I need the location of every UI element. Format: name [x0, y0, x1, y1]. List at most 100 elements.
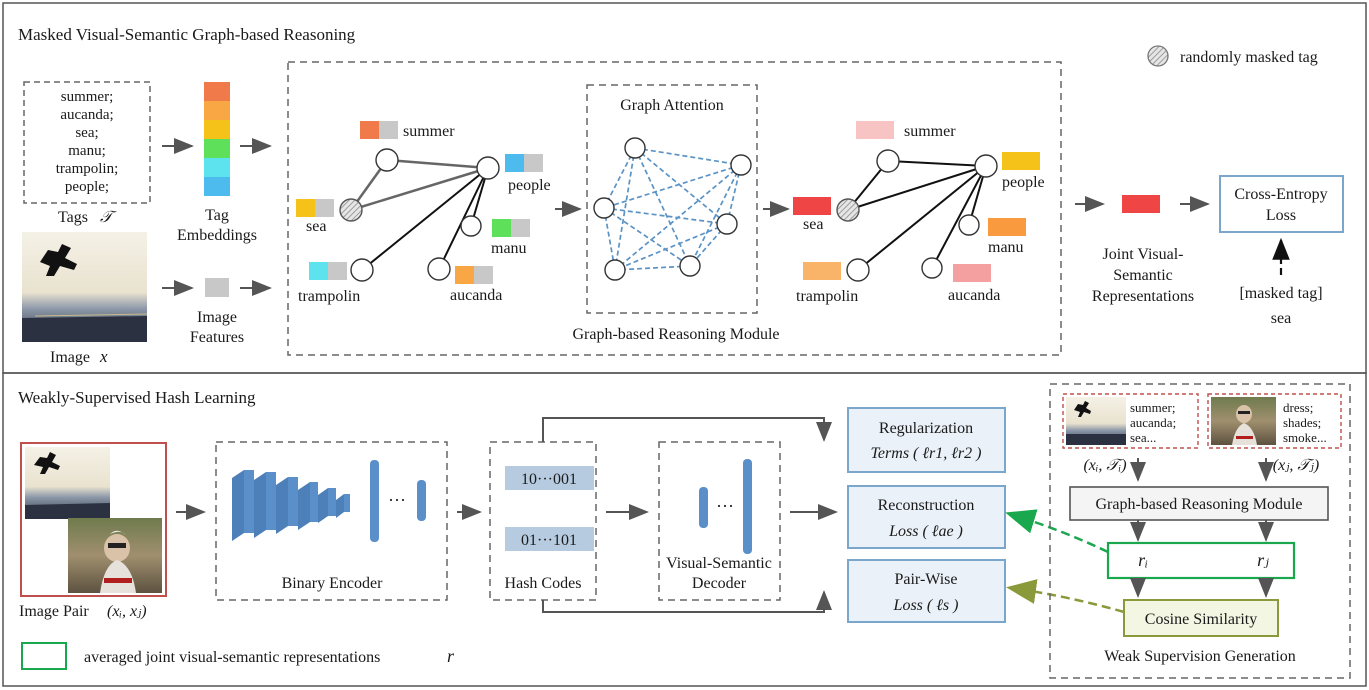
- tag-emb-caption: Tag: [205, 207, 229, 224]
- cosine-similarity-label: Cosine Similarity: [1145, 611, 1257, 628]
- sample-i-tag: sea...: [1130, 430, 1156, 445]
- binary-encoder-label: Binary Encoder: [282, 575, 384, 592]
- joint-caption: Representations: [1092, 288, 1194, 305]
- image-feat-caption: Features: [190, 329, 244, 346]
- node-label-manu: manu: [491, 240, 527, 257]
- node-label-trampolin: trampolin: [298, 288, 360, 305]
- sample-j-image: [1211, 397, 1276, 445]
- decoder-box: [658, 441, 781, 601]
- cosine-similarity-box: [1123, 599, 1279, 637]
- cross-entropy-loss-box: [1219, 175, 1344, 233]
- sample-j-pair: (xⱼ, 𝒯ⱼ): [1273, 457, 1319, 474]
- bottom-section-title: Weakly-Supervised Hash Learning: [18, 388, 256, 407]
- sample-i-tag: summer;: [1130, 400, 1176, 415]
- joint-caption: Joint Visual-: [1103, 246, 1184, 263]
- graph-attention-label: Graph Attention: [620, 97, 724, 114]
- cnn-layers-icon: [232, 460, 426, 542]
- node-label-sea: sea: [306, 218, 326, 235]
- sample-j-tag: smoke...: [1283, 430, 1327, 445]
- masked-tag-label: [masked tag]: [1239, 285, 1322, 302]
- hash-code-1: [505, 466, 594, 490]
- tags-caption: Tags: [58, 209, 88, 226]
- tag-line: trampolin;: [56, 161, 119, 177]
- pairwise-supervision-arrow: [1006, 579, 1125, 614]
- binary-encoder-box: [215, 441, 448, 601]
- graph-attention-box: [586, 84, 758, 314]
- sample-j-tag: dress;: [1283, 400, 1313, 415]
- tag-line: manu;: [68, 143, 106, 159]
- joint-representation-chip: [1122, 195, 1160, 213]
- image-caption: Image: [50, 349, 90, 366]
- node-label-aucanda: aucanda: [948, 287, 1000, 304]
- tags-box: [23, 81, 151, 204]
- ce-loss-label: Cross-Entropy: [1234, 186, 1327, 203]
- regularization-terms: Terms ( ℓr1, ℓr2 ): [871, 445, 982, 462]
- decoder-label: Visual-Semantic: [666, 555, 772, 572]
- ws-graph-module-box: [1069, 486, 1329, 521]
- graph-module-caption: Graph-based Reasoning Module: [572, 326, 779, 343]
- green-legend-symbol: r: [447, 646, 455, 666]
- hash-code-1-text: 10···001: [521, 471, 577, 488]
- sample-j-frame: [1207, 393, 1342, 449]
- ws-graph-module-label: Graph-based Reasoning Module: [1095, 496, 1302, 513]
- image-feature-block: [205, 278, 229, 297]
- image-pair-symbol: (xᵢ, xⱼ): [107, 603, 147, 620]
- tags-symbol: 𝒯: [100, 209, 117, 226]
- green-legend-label: averaged joint visual-semantic represent…: [84, 649, 380, 666]
- hash-code-2-text: 01···101: [521, 532, 577, 549]
- reconstruction-label: Reconstruction: [878, 497, 975, 514]
- output-graph: [836, 149, 998, 282]
- decoder-layer: [699, 487, 708, 528]
- weak-supervision-box: [1049, 383, 1351, 679]
- decoder-ellipsis: ···: [716, 496, 734, 516]
- reconstruction-terms: Loss ( ℓae ): [888, 523, 963, 540]
- node-label-summer: summer: [403, 123, 455, 140]
- tag-line: summer;: [61, 89, 114, 105]
- node-label-people: people: [508, 177, 551, 194]
- output-graph-tag-chips: [793, 121, 1040, 282]
- encoder-ellipsis: ···: [388, 490, 406, 510]
- sample-i-tag: aucanda;: [1130, 415, 1176, 430]
- sample-i-image: [1066, 397, 1126, 445]
- input-graph: [339, 148, 500, 282]
- masked-tag-legend-icon: [1147, 45, 1169, 67]
- tag-line: aucanda;: [60, 107, 113, 123]
- weak-supervision-caption: Weak Supervision Generation: [1104, 648, 1296, 665]
- pairwise-terms: Loss ( ℓs ): [893, 597, 959, 614]
- node-label-aucanda: aucanda: [450, 287, 502, 304]
- input-graph-tag-chips: [296, 121, 543, 284]
- averaged-representation-box: [1106, 541, 1296, 580]
- masked-tag-value: sea: [1271, 310, 1291, 327]
- hash-code-2: [505, 527, 594, 551]
- decoder-layer: [743, 459, 752, 554]
- sample-i-pair: (xᵢ, 𝒯ᵢ): [1083, 457, 1126, 474]
- tag-emb-caption: Embeddings: [177, 227, 257, 244]
- tag-embeddings-stack: [204, 82, 230, 196]
- input-image: [22, 232, 148, 342]
- image-symbol: x: [99, 347, 108, 366]
- tag-line: people;: [65, 179, 109, 195]
- joint-caption: Semantic: [1113, 267, 1173, 284]
- graph-reasoning-module-box: [287, 61, 1062, 356]
- image-pair-second: [68, 518, 162, 593]
- tag-line: sea;: [75, 125, 98, 141]
- image-pair-first: [25, 447, 110, 519]
- node-label-people: people: [1002, 174, 1045, 191]
- regularization-label: Regularization: [879, 420, 973, 437]
- ws-ri: rᵢ: [1138, 550, 1148, 570]
- ws-rj: rⱼ: [1257, 550, 1269, 570]
- image-pair-caption: Image Pair: [19, 603, 89, 620]
- node-label-sea: sea: [803, 216, 823, 233]
- node-label-summer: summer: [904, 123, 956, 140]
- ce-loss-label: Loss: [1266, 207, 1296, 224]
- node-label-trampolin: trampolin: [796, 288, 858, 305]
- sample-j-tag: shades;: [1283, 415, 1321, 430]
- image-pair-frame: [20, 442, 167, 597]
- pairwise-box: [847, 559, 1006, 623]
- decoder-label: Decoder: [692, 575, 747, 592]
- bottom-panel-frame: [2, 372, 1367, 687]
- reconstruction-box: [847, 485, 1006, 549]
- regularization-box: [847, 407, 1006, 473]
- sample-i-frame: [1062, 393, 1199, 449]
